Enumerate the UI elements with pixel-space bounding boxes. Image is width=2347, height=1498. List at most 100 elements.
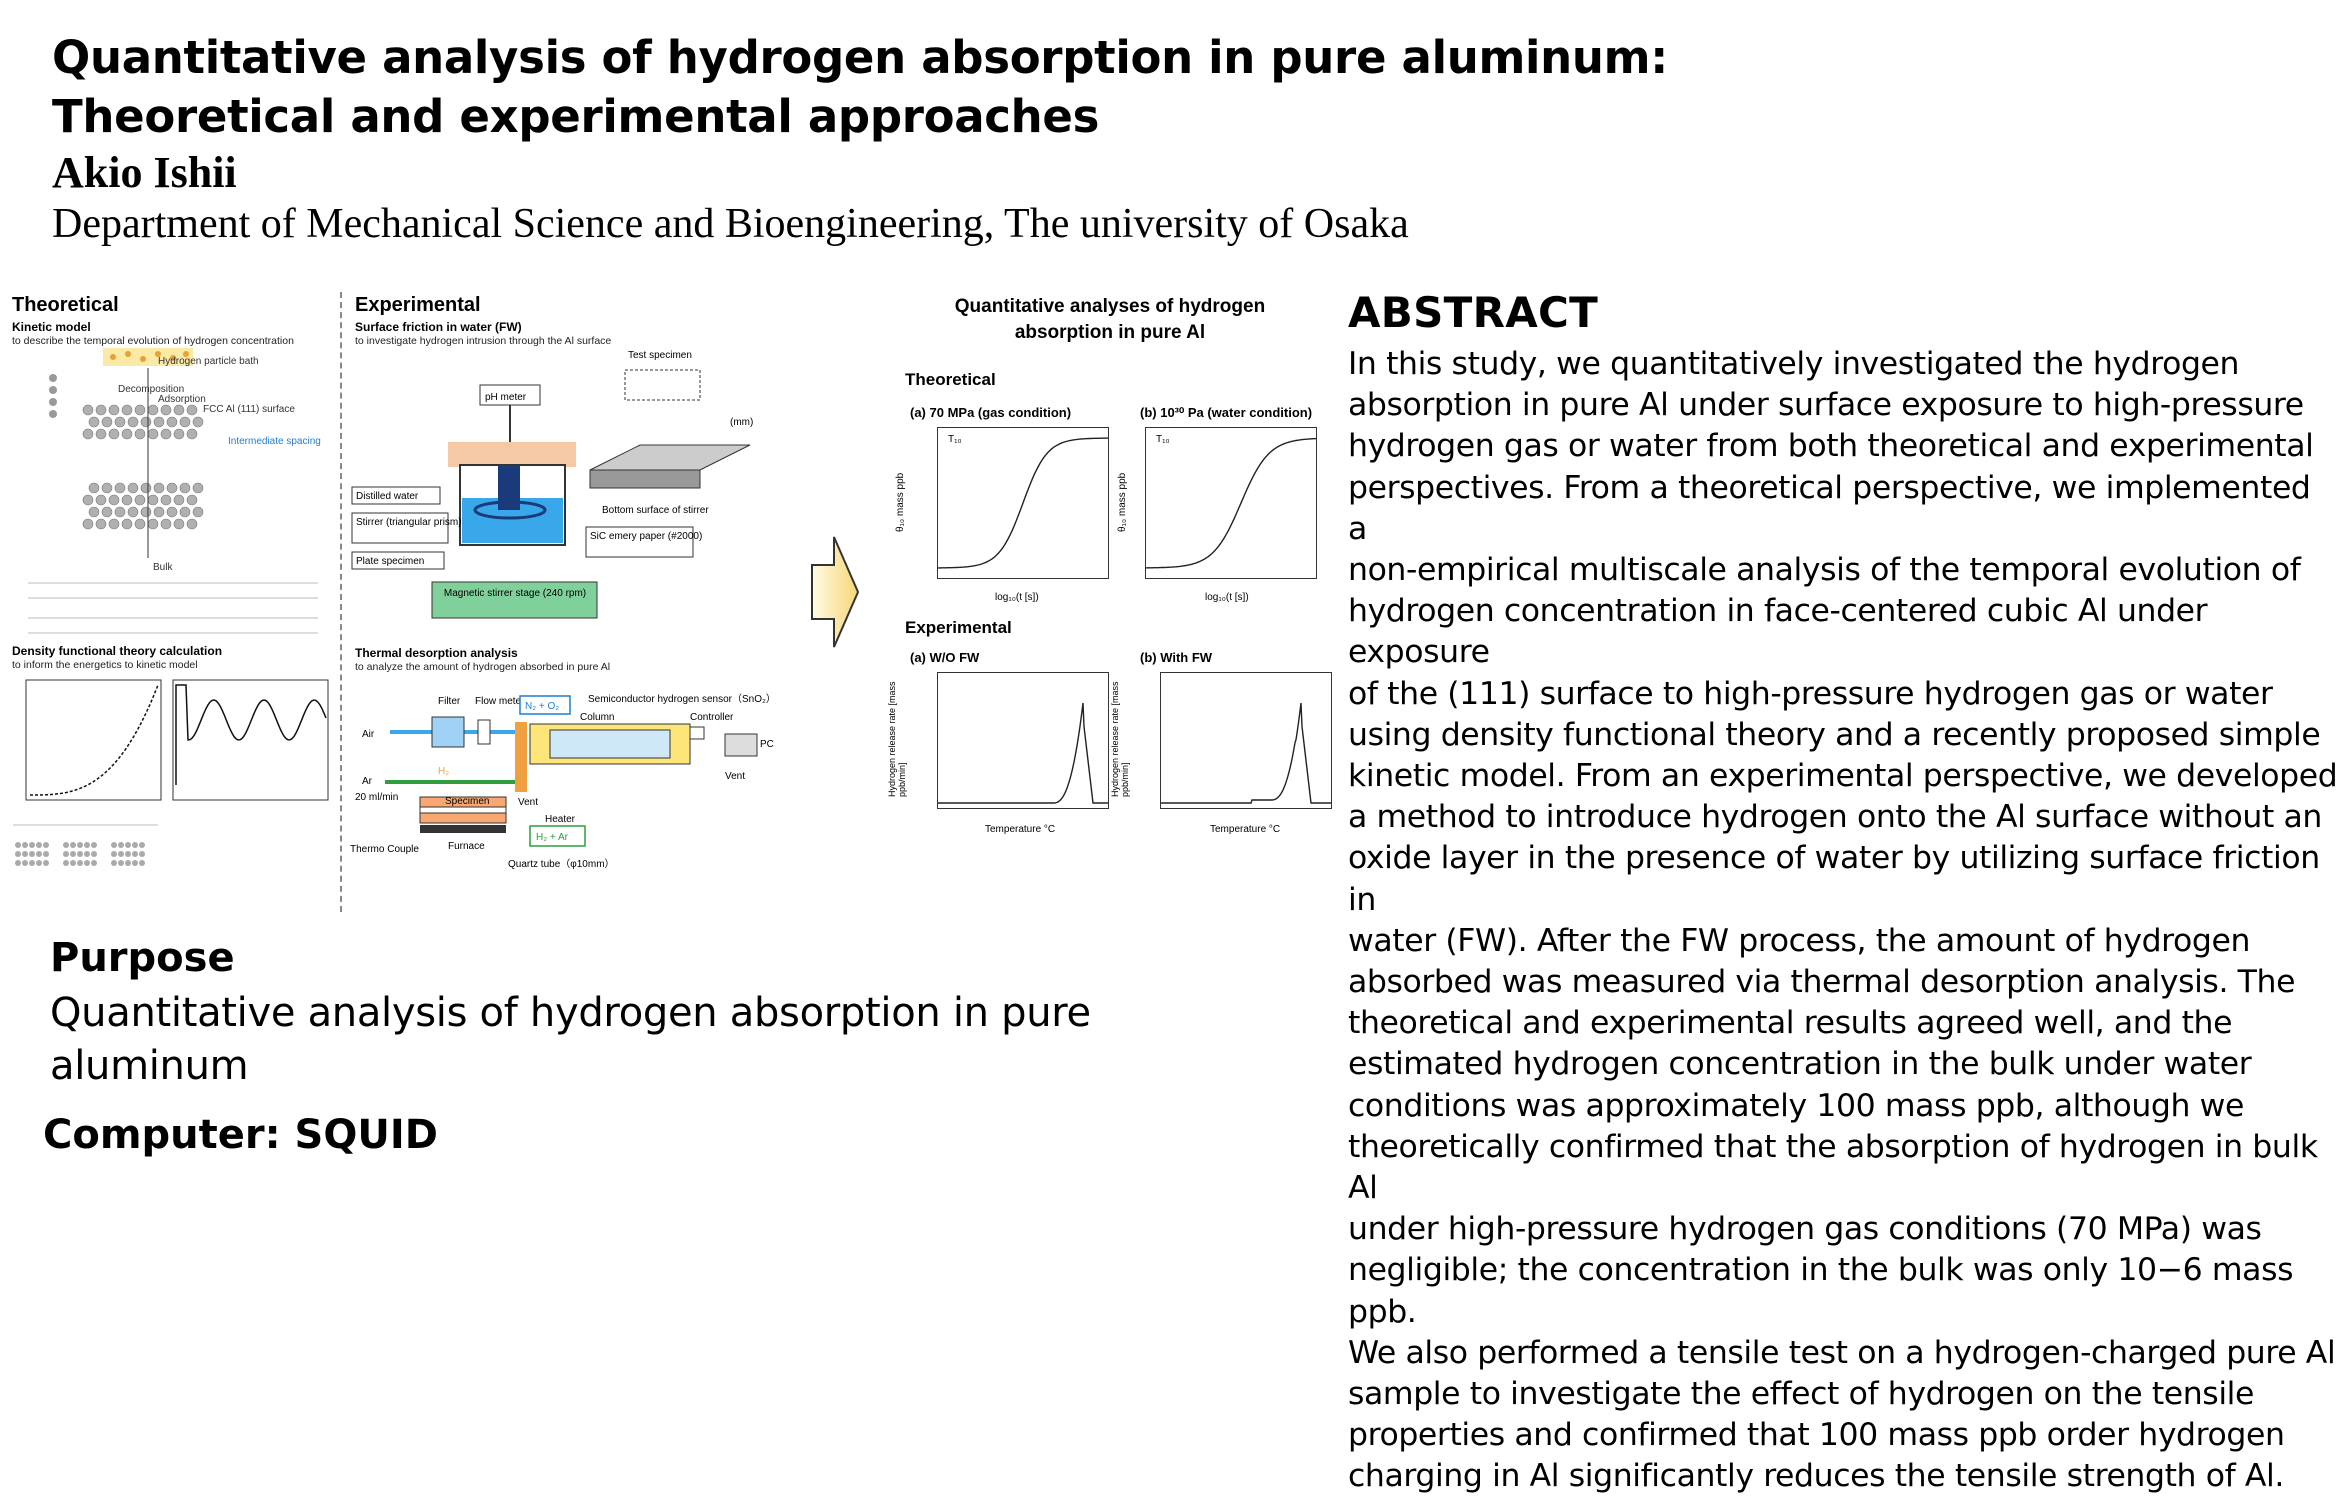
dft-atom (22, 851, 28, 857)
al-atom (134, 428, 146, 440)
label-bottom-surface: Bottom surface of stirrer (602, 505, 709, 516)
computer-label: Computer: SQUID (43, 1112, 438, 1158)
al-atom (173, 404, 185, 416)
al-atom (186, 494, 198, 506)
al-atom (114, 416, 126, 428)
al-atom (160, 404, 172, 416)
plot-b-ylabel: θ₁₀ mass ppb (1117, 472, 1128, 532)
abstract-line: sample to investigate the effect of hydr… (1348, 1376, 2255, 1413)
al-atom (179, 416, 191, 428)
label-specimen: Specimen (445, 796, 489, 807)
al-atom (186, 404, 198, 416)
label-h2: H₂ (438, 766, 449, 777)
label-quartz-tube: Quartz tube（φ10mm） (508, 858, 615, 870)
fw-apparatus-diagram: Magnetic stirrer stage (240 rpm) Distill… (351, 350, 753, 619)
al-atom (166, 416, 178, 428)
dft-atom (132, 860, 138, 866)
abstract-line: conditions was approximately 100 mass pp… (1348, 1087, 2245, 1124)
al-atom (192, 416, 204, 428)
dft-atom (125, 860, 131, 866)
dft-atom (84, 860, 90, 866)
dft-desc: to inform the energetics to kinetic mode… (12, 659, 198, 671)
abstract-line: oxide layer in the presence of water by … (1348, 840, 2320, 918)
al-atom (127, 506, 139, 518)
dft-atom (77, 860, 83, 866)
al-atom (186, 428, 198, 440)
al-atom (173, 518, 185, 530)
label-sensor: Semiconductor hydrogen sensor（SnO₂） (588, 693, 776, 705)
al-atom (147, 428, 159, 440)
poster-title: Quantitative analysis of hydrogen absorp… (52, 31, 1668, 143)
al-atom (179, 506, 191, 518)
dft-atom (15, 860, 21, 866)
dft-atom (43, 860, 49, 866)
dft-title: Density functional theory calculation (12, 644, 223, 658)
al-atom (95, 518, 107, 530)
kinetic-model-title: Kinetic model (12, 320, 91, 334)
dft-atom (91, 851, 97, 857)
dft-atom (36, 842, 42, 848)
dft-atom (15, 851, 21, 857)
al-atom (134, 494, 146, 506)
al-atom (121, 518, 133, 530)
plot-d (1160, 672, 1332, 809)
al-atom (82, 518, 94, 530)
abstract-line: In this study, we quantitatively investi… (1348, 346, 2240, 382)
al-atom (134, 518, 146, 530)
dft-atom (36, 860, 42, 866)
td-desc: to analyze the amount of hydrogen absorb… (355, 661, 611, 673)
kinetic-model-desc: to describe the temporal evolution of hy… (12, 335, 294, 347)
abstract-line: hydrogen concentration in face-centered … (1348, 593, 2208, 671)
al-atom (82, 404, 94, 416)
label-filter: Filter (438, 696, 461, 707)
abstract-line: theoretically confirmed that the absorpt… (1348, 1128, 2318, 1207)
al-atom (140, 506, 152, 518)
abstract-line: negligible; the concentration in the bul… (1348, 1252, 2294, 1330)
label-plate-specimen: Plate specimen (356, 556, 424, 567)
abstract-line: We also performed a tensile test on a hy… (1348, 1334, 2336, 1371)
al-atom (121, 428, 133, 440)
label-test-specimen: Test specimen (628, 350, 692, 361)
al-atom (88, 482, 100, 494)
plot-a-ylabel: θ₁₀ mass ppb (895, 472, 906, 532)
dft-atom (118, 851, 124, 857)
label-thermo-couple: Thermo Couple (350, 844, 419, 855)
al-atom (179, 482, 191, 494)
fw-title: Surface friction in water (FW) (355, 320, 522, 334)
al-atom (95, 404, 107, 416)
dft-atom (84, 842, 90, 848)
label-controller: Controller (690, 712, 734, 723)
al-atom (127, 482, 139, 494)
label-n2-o2: N₂ + O₂ (525, 701, 559, 712)
affiliation: Department of Mechanical Science and Bio… (52, 201, 1409, 247)
dft-atom (77, 842, 83, 848)
label-vent-left: Vent (518, 797, 538, 808)
dft-atom (43, 842, 49, 848)
al-atom (114, 482, 126, 494)
label-furnace: Furnace (448, 841, 485, 852)
al-atom (160, 494, 172, 506)
al-atom (160, 518, 172, 530)
al-atom (101, 506, 113, 518)
label-distilled-water: Distilled water (356, 491, 419, 502)
dft-atom (118, 860, 124, 866)
dft-atom (70, 860, 76, 866)
al-atom (192, 506, 204, 518)
label-adsorption: Adsorption (158, 394, 206, 405)
theoretical-heading: Theoretical (12, 294, 119, 316)
abstract-line: absorbed was measured via thermal desorp… (1348, 964, 2296, 1001)
dft-atom (63, 851, 69, 857)
abstract-line: estimated hydrogen concentration in the … (1348, 1046, 2252, 1083)
dft-atom (22, 860, 28, 866)
al-atom (153, 506, 165, 518)
dft-atom (15, 842, 21, 848)
label-bulk: Bulk (153, 562, 173, 573)
dft-atom (91, 842, 97, 848)
dft-atom (77, 851, 83, 857)
plot-b-xlabel: log₁₀(t [s]) (1205, 592, 1249, 603)
label-ph-meter: pH meter (485, 392, 527, 403)
al-atom (88, 416, 100, 428)
abstract-line: charging in Al significantly reduces the… (1348, 1458, 2285, 1495)
label-vent-right: Vent (725, 771, 745, 782)
dft-atom (125, 851, 131, 857)
